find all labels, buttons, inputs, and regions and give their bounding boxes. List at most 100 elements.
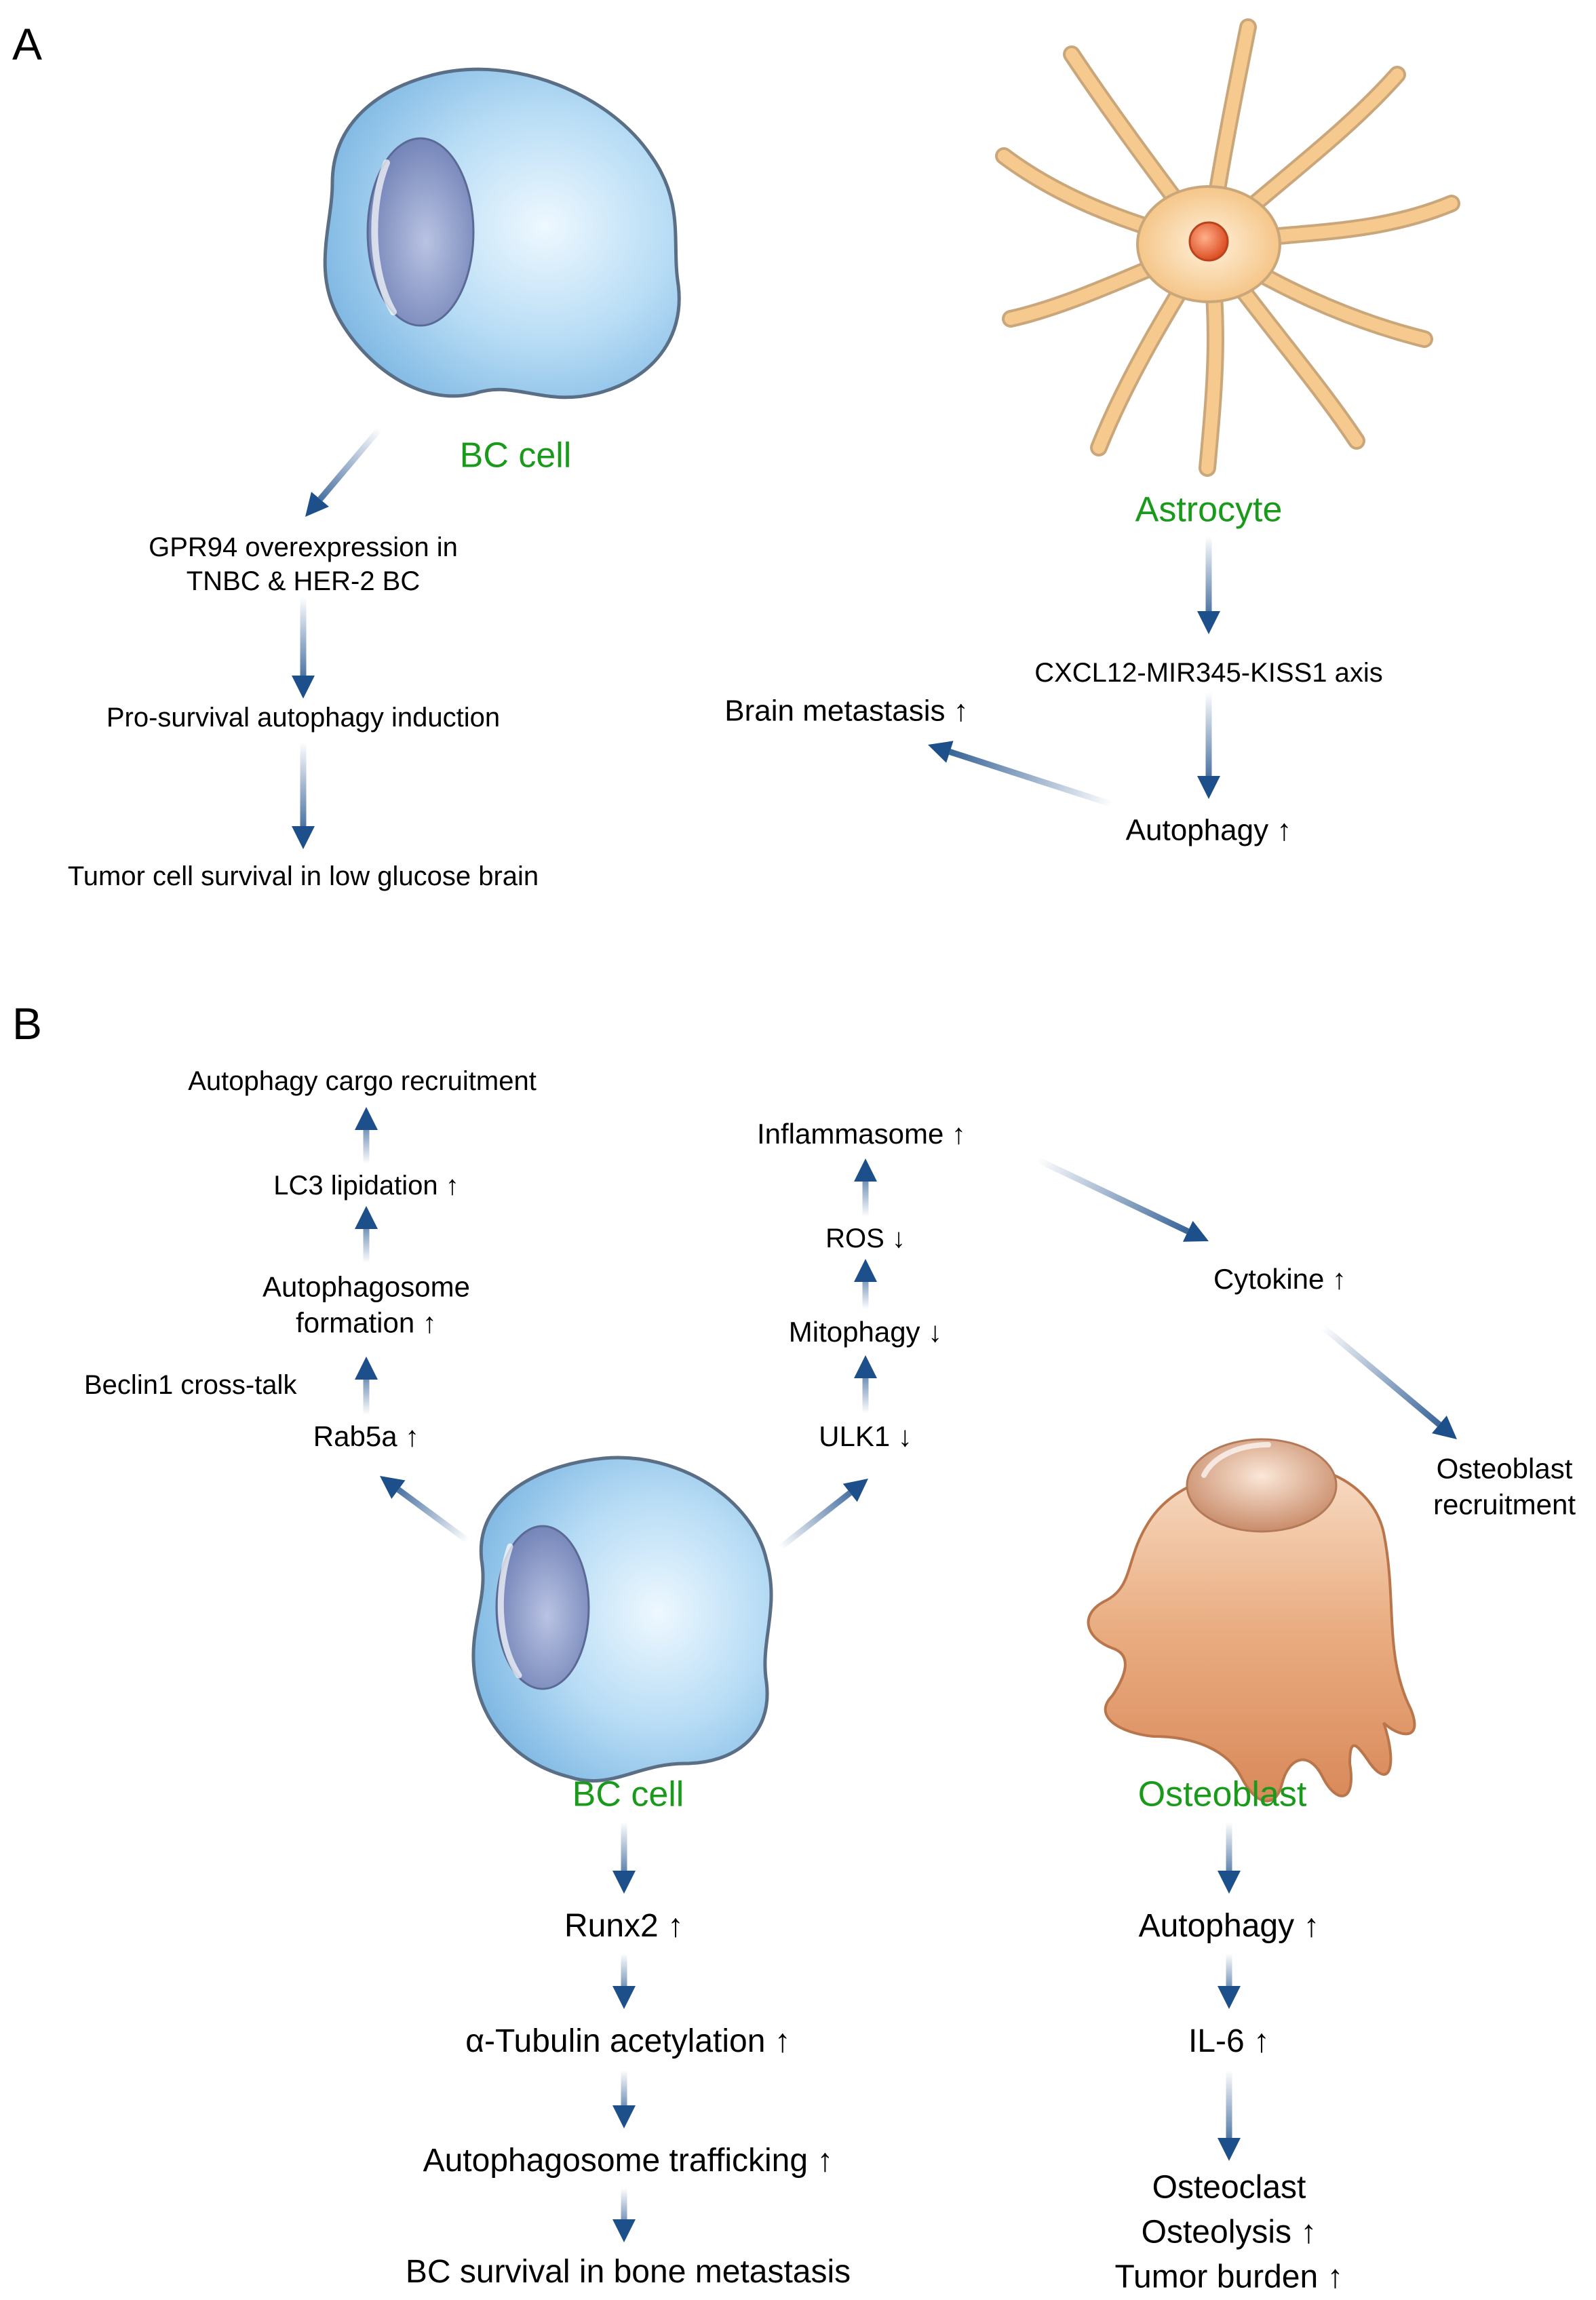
ulk1-down-icon: ↓ — [897, 1420, 912, 1452]
arrow-cytokine-to-recruitment — [1321, 1324, 1457, 1439]
trafficking-label: Autophagosome trafficking ↑ — [423, 2141, 834, 2181]
arrow-ros-to-inflammasome — [854, 1158, 877, 1217]
bc-survival-label: BC survival in bone metastasis — [405, 2254, 851, 2290]
osteoblast-recruitment-line-2: recruitment — [1433, 1488, 1576, 1520]
arrow-bc-a-to-gpr94 — [305, 427, 383, 517]
arrow-ob-autophagy-to-il6 — [1218, 1953, 1241, 2009]
arrow-osteoblast-to-autophagy — [1218, 1822, 1241, 1894]
osteolysis-up-icon: ↑ — [1300, 2214, 1317, 2250]
ob-autophagy-up-icon: ↑ — [1303, 1908, 1320, 1944]
mitophagy-label: Mitophagy ↓ — [789, 1314, 942, 1350]
autophagosome-line-1: Autophagosome — [262, 1270, 470, 1303]
lc3-text: LC3 lipidation — [273, 1171, 438, 1201]
inflammasome-text: Inflammasome — [756, 1117, 944, 1150]
mitophagy-text: Mitophagy — [788, 1315, 920, 1348]
osteoblast-body — [1087, 1462, 1416, 1803]
inflammasome-up-icon: ↑ — [952, 1117, 967, 1150]
arrow-rab5a-to-autophagosome — [355, 1357, 378, 1415]
brain-metastasis-text: Brain metastasis — [724, 694, 946, 728]
lc3-label: LC3 lipidation ↑ — [273, 1169, 459, 1203]
arrow-autophagosome-to-lc3 — [355, 1206, 378, 1263]
ulk1-label: ULK1 ↓ — [819, 1419, 912, 1455]
autophagosome-label: Autophagosome formation ↑ — [262, 1270, 470, 1341]
bc-cell-a-nucleus — [366, 137, 475, 327]
arrow-gpr94-to-induction — [292, 597, 315, 699]
arrow-bc-b-to-runx2 — [612, 1822, 636, 1894]
autophagosome-line-2: formation ↑ — [296, 1306, 437, 1338]
arrow-layer — [292, 427, 1457, 2242]
autophagy-a-label: Autophagy ↑ — [1126, 812, 1292, 849]
arrow-induction-to-survival — [292, 742, 315, 849]
astrocyte-nucleus — [1188, 221, 1229, 262]
arrow-mitophagy-to-ros — [854, 1259, 877, 1309]
arrow-axis-to-autophagy — [1197, 692, 1220, 799]
axis-label: CXCL12-MIR345-KISS1 axis — [1034, 658, 1383, 688]
autophagosome-up-icon: ↑ — [422, 1306, 437, 1338]
il6-text: IL-6 — [1188, 2023, 1245, 2059]
cytokine-label: Cytokine ↑ — [1213, 1262, 1346, 1298]
runx2-up-icon: ↑ — [667, 1908, 684, 1944]
arrow-il6-to-osteoclast — [1218, 2070, 1241, 2161]
trafficking-up-icon: ↑ — [817, 2143, 834, 2179]
arrow-tubulin-to-trafficking — [612, 2070, 636, 2128]
osteoblast-label: Osteoblast — [1137, 1774, 1307, 1814]
ulk1-text: ULK1 — [819, 1420, 891, 1452]
brain-metastasis-up-icon: ↑ — [953, 694, 969, 728]
astrocyte-label: Astrocyte — [1135, 490, 1283, 530]
arrow-autophagy-to-brain-metastasis — [928, 741, 1114, 808]
gpr94-line-2: TNBC & HER-2 BC — [186, 566, 421, 596]
ros-down-icon: ↓ — [891, 1224, 906, 1253]
arrow-ulk1-to-mitophagy — [854, 1355, 877, 1414]
ros-text: ROS — [825, 1224, 884, 1253]
arrow-trafficking-to-survival — [612, 2188, 636, 2242]
mitophagy-down-icon: ↓ — [928, 1315, 943, 1348]
cargo-label: Autophagy cargo recruitment — [188, 1066, 537, 1096]
il6-label: IL-6 ↑ — [1188, 2021, 1270, 2062]
bc-cell-b-nucleus — [495, 1525, 590, 1690]
brain-metastasis-label: Brain metastasis ↑ — [724, 693, 968, 730]
bc-cell-b-highlight — [497, 1543, 522, 1679]
trafficking-text: Autophagosome trafficking — [423, 2143, 809, 2179]
tumor-survival-label: Tumor cell survival in low glucose brain — [67, 861, 539, 891]
beclin-label: Beclin1 cross-talk — [84, 1370, 297, 1400]
panel-label-b: B — [12, 998, 43, 1049]
rab5a-up-icon: ↑ — [405, 1420, 420, 1452]
autophagy-induction-label: Pro-survival autophagy induction — [106, 703, 501, 733]
osteoblast-recruitment-line-1: Osteoblast — [1436, 1452, 1573, 1485]
osteoblast-nucleus — [1186, 1438, 1338, 1533]
inflammasome-label: Inflammasome ↑ — [757, 1116, 966, 1152]
tubulin-up-icon: ↑ — [774, 2023, 791, 2059]
cytokine-text: Cytokine — [1213, 1262, 1325, 1295]
panel-label-a: A — [12, 19, 43, 69]
arrow-inflammasome-to-cytokine — [1036, 1156, 1209, 1242]
rab5a-label: Rab5a ↑ — [313, 1419, 419, 1455]
runx2-label: Runx2 ↑ — [564, 1906, 684, 1947]
lc3-up-icon: ↑ — [445, 1171, 459, 1201]
il6-up-icon: ↑ — [1253, 2023, 1270, 2059]
rab5a-text: Rab5a — [313, 1420, 397, 1452]
gpr94-line-1: GPR94 overexpression in — [149, 532, 458, 562]
arrow-astrocyte-to-axis — [1197, 536, 1220, 634]
ros-label: ROS ↓ — [825, 1222, 906, 1255]
ob-autophagy-label: Autophagy ↑ — [1139, 1906, 1320, 1947]
arrow-runx2-to-tubulin — [612, 1953, 636, 2009]
autophagy-a-up-icon: ↑ — [1277, 813, 1292, 847]
bc-cell-b-illustration — [471, 1456, 773, 1783]
osteoclast-group-label: Osteoclast Osteolysis ↑ Tumor burden ↑ — [1114, 2166, 1343, 2300]
arrow-bc-b-to-rab5a — [380, 1476, 470, 1544]
autophagy-a-text: Autophagy — [1125, 813, 1269, 847]
arrow-lc3-to-cargo — [355, 1107, 378, 1164]
tumor-burden-line: Tumor burden ↑ — [1114, 2259, 1344, 2296]
arrow-bc-b-to-ulk1 — [778, 1479, 868, 1551]
astrocyte-illustration — [995, 18, 1460, 477]
osteoclast-line: Osteoclast — [1152, 2169, 1306, 2206]
bc-cell-a-illustration — [323, 67, 681, 399]
tumor-burden-up-icon: ↑ — [1327, 2259, 1344, 2296]
ob-autophagy-text: Autophagy — [1138, 1908, 1295, 1944]
osteoblast-illustration — [1087, 1438, 1416, 1803]
cytokine-up-icon: ↑ — [1332, 1262, 1347, 1295]
gpr94-label: GPR94 overexpression in TNBC & HER-2 BC — [149, 530, 458, 598]
bc-cell-b-label: BC cell — [572, 1774, 684, 1814]
